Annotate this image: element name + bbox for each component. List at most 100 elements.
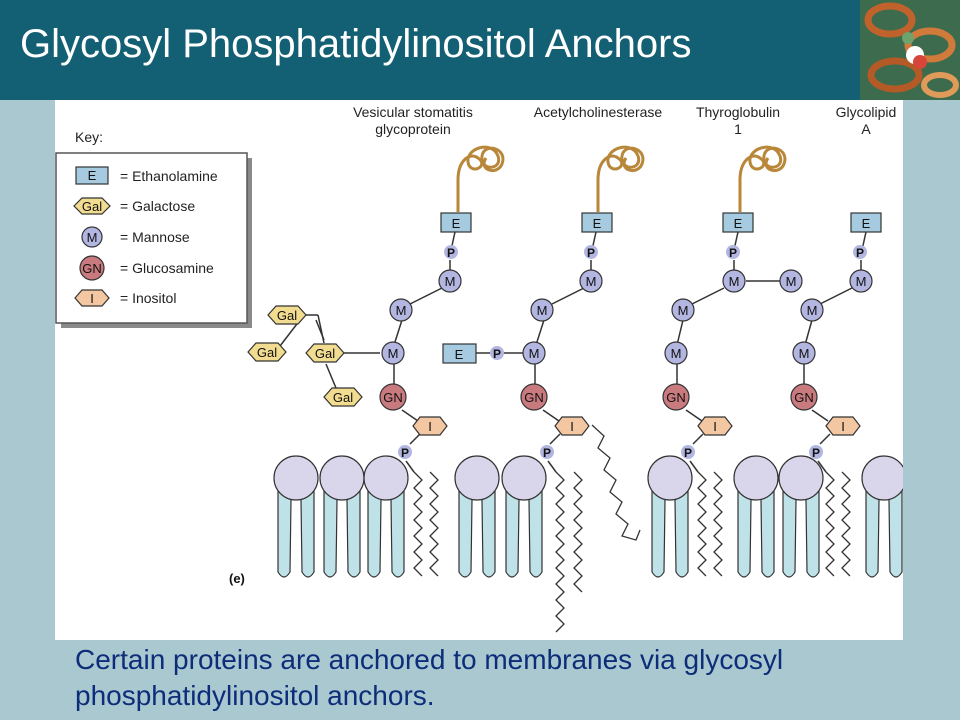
svg-text:P: P (856, 246, 864, 260)
svg-text:E: E (452, 216, 461, 231)
panel-label: (e) (229, 571, 245, 586)
glucosamine-key-icon (79, 255, 105, 281)
legend-key: Key: E = Ethanolamine Gal = Galactose M … (55, 129, 252, 328)
svg-text:P: P (543, 446, 551, 460)
lipid-tail (458, 475, 496, 578)
svg-text:I: I (841, 419, 845, 434)
svg-text:E: E (593, 216, 602, 231)
svg-text:M: M (671, 346, 682, 361)
protein-label-thyroglobulin-line1: Thyroglobulin (696, 104, 780, 120)
svg-text:Gal: Gal (315, 346, 335, 361)
ethanolamine-key-icon (75, 166, 109, 185)
lipid-head (733, 455, 779, 501)
svg-text:Gal: Gal (333, 390, 353, 405)
protein-label-glycolipid-line1: Glycolipid (836, 104, 897, 120)
lipid-tail (782, 475, 820, 578)
svg-text:P: P (684, 446, 692, 460)
gpi-anchor-diagram: Key: E = Ethanolamine Gal = Galactose M … (55, 104, 903, 633)
lipid-tail (323, 475, 361, 578)
glucosamine-key-label: = Glucosamine (120, 260, 214, 276)
svg-text:I: I (570, 419, 574, 434)
svg-text:M: M (786, 274, 797, 289)
svg-text:I: I (713, 419, 717, 434)
protein-label-vsv-line1: Vesicular stomatitis (353, 104, 473, 120)
phosphate-groups: P P P P P P P P P (398, 245, 867, 460)
svg-text:M: M (807, 303, 818, 318)
ethanolamine-key-symbol: E (88, 168, 97, 183)
fatty-acid-chains (413, 424, 851, 633)
galactose-key-label: = Galactose (120, 198, 195, 214)
title-bar: Glycosyl Phosphatidylinositol Anchors (0, 0, 960, 100)
inositol-key-label: = Inositol (120, 290, 176, 306)
protein-helix-image (860, 0, 960, 100)
svg-text:M: M (586, 274, 597, 289)
protein-label-glycolipid-line2: A (861, 121, 871, 137)
galactose-key-icon (73, 197, 111, 215)
lipid-head (647, 455, 693, 501)
svg-text:M: M (388, 346, 399, 361)
lipid-head (454, 455, 500, 501)
svg-text:M: M (856, 274, 867, 289)
svg-text:Gal: Gal (277, 308, 297, 323)
svg-text:M: M (396, 303, 407, 318)
galactose-key-symbol: Gal (82, 199, 102, 214)
slide-caption: Certain proteins are anchored to membran… (75, 644, 784, 711)
protein-label-ache: Acetylcholinesterase (534, 104, 663, 120)
slide-title: Glycosyl Phosphatidylinositol Anchors (20, 22, 692, 66)
lipid-head (273, 455, 319, 501)
svg-text:M: M (445, 274, 456, 289)
lipid-head (319, 455, 365, 501)
svg-text:P: P (493, 347, 501, 361)
legend-title: Key: (75, 129, 103, 145)
svg-text:I: I (428, 419, 432, 434)
inositol-key-icon (74, 289, 110, 307)
lipid-head (501, 455, 547, 501)
inositol-key-symbol: I (90, 291, 94, 306)
lipid-head (363, 455, 409, 501)
svg-text:M: M (729, 274, 740, 289)
mannose-key-label: = Mannose (120, 229, 190, 245)
glycan-bonds (279, 231, 867, 473)
svg-text:E: E (862, 216, 871, 231)
svg-text:GN: GN (383, 390, 403, 405)
lipid-tail (651, 475, 689, 578)
lipid-tail (737, 475, 775, 578)
svg-text:GN: GN (524, 390, 544, 405)
galactose-residues: Gal Gal Gal Gal (247, 305, 363, 407)
mannose-key-icon (81, 226, 103, 248)
lipid-tail (865, 475, 903, 578)
svg-text:P: P (729, 246, 737, 260)
svg-text:E: E (455, 347, 464, 362)
mannose-key-symbol: M (87, 230, 98, 245)
ethanolamine-residues: E E E E E (440, 212, 882, 364)
svg-text:P: P (447, 246, 455, 260)
svg-text:Gal: Gal (257, 345, 277, 360)
lipid-tail (277, 475, 315, 578)
protein-coil-thyroglobulin (738, 145, 787, 212)
svg-text:GN: GN (666, 390, 686, 405)
membrane-bilayer (273, 455, 903, 578)
figure-panel: Key: E = Ethanolamine Gal = Galactose M … (55, 100, 903, 640)
protein-coil-vsv (456, 145, 505, 212)
protein-coil-ache (596, 145, 645, 212)
mannose-residues: M M M M M M M M M M M M M (381, 269, 873, 365)
svg-text:E: E (734, 216, 743, 231)
lipid-tail (505, 475, 543, 578)
lipid-tail (367, 475, 405, 578)
inositol-residues: I I I I (412, 416, 861, 436)
lipid-head (861, 455, 903, 501)
svg-text:P: P (587, 246, 595, 260)
svg-text:M: M (799, 346, 810, 361)
svg-text:M: M (529, 346, 540, 361)
lipid-head (778, 455, 824, 501)
svg-text:GN: GN (794, 390, 814, 405)
glucosamine-residues: GN GN GN GN (379, 383, 818, 411)
svg-text:M: M (537, 303, 548, 318)
protein-label-thyroglobulin-line2: 1 (734, 121, 742, 137)
svg-text:P: P (401, 446, 409, 460)
ethanolamine-key-label: = Ethanolamine (120, 168, 218, 184)
svg-text:M: M (678, 303, 689, 318)
protein-label-vsv-line2: glycoprotein (375, 121, 451, 137)
svg-text:P: P (812, 446, 820, 460)
glucosamine-key-symbol: GN (82, 261, 102, 276)
